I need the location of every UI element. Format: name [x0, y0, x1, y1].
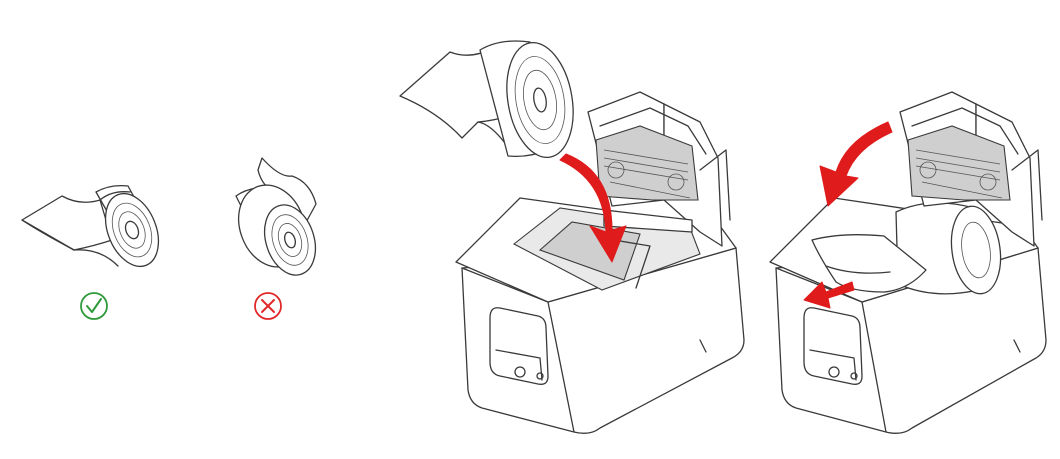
paper-roll-illustration [399, 40, 574, 159]
x-circle-icon [254, 292, 282, 320]
check-circle-icon [80, 292, 108, 320]
pull-paper-arrow [803, 281, 855, 309]
insert-paper-roll [399, 40, 745, 434]
printer-open-illustration [455, 91, 745, 434]
close-cover-arrow [819, 121, 893, 207]
printer-loaded-illustration [769, 91, 1047, 434]
incorrect-roll-illustration [235, 157, 317, 276]
close-cover-and-pull-paper [769, 91, 1047, 434]
roll-orientation-comparison [21, 157, 317, 320]
correct-roll-illustration [21, 184, 160, 268]
insert-arrow [559, 153, 627, 263]
